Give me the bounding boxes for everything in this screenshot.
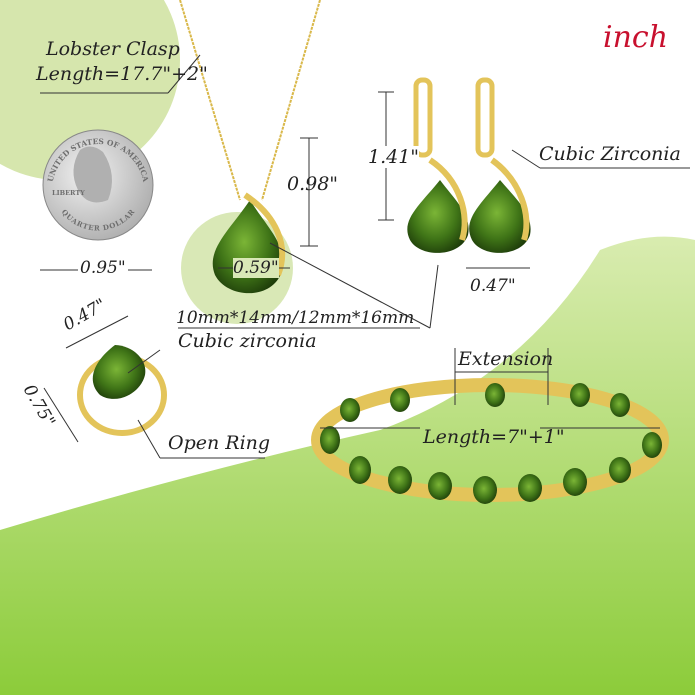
coin-text-liberty: LIBERTY: [52, 189, 85, 197]
chain-callout-line: [40, 54, 201, 94]
earring-stone-label: Cubic Zirconia: [539, 143, 681, 165]
earring-width: 0.47": [470, 276, 516, 296]
quarter-coin: UNITED STATES OF AMERICA LIBERTY QUARTER…: [42, 129, 154, 241]
earring-left: [407, 77, 469, 253]
coin-width: 0.95": [78, 258, 128, 278]
earring-stone-callout-line: [511, 149, 690, 169]
earring-height: 1.41": [368, 146, 420, 168]
open-ring-callout-line: [137, 419, 265, 459]
unit-label: inch: [603, 20, 669, 55]
bg-circle: [0, 0, 180, 180]
ring-stone-callout-line: [127, 349, 161, 374]
bracelet-extension-dimension-line: [454, 348, 549, 405]
ring-height-dimension-line: [43, 387, 79, 443]
stone-type-label: Cubic zirconia: [178, 330, 317, 352]
necklace-chain: [179, 0, 321, 201]
ring: [77, 345, 167, 436]
chain-label-line1: Lobster Clasp: [46, 38, 180, 60]
ring-type-label: Open Ring: [168, 432, 271, 454]
stone-size-label: 10mm*14mm/12mm*16mm: [176, 308, 415, 328]
bracelet-extension-label: Extension: [458, 348, 554, 370]
bracelet-length-label: Length=7"+1": [423, 426, 565, 448]
necklace-width: 0.59": [233, 258, 279, 278]
bracelet: [311, 378, 669, 504]
necklace-height: 0.98": [287, 173, 339, 195]
chain-label-line2: Length=17.7"+2": [36, 63, 208, 85]
necklace-height-dimension-line: [300, 137, 318, 247]
earring-right: [469, 77, 531, 253]
ring-width-dimension-line: [65, 315, 129, 349]
stone-callout-line: [269, 242, 439, 329]
